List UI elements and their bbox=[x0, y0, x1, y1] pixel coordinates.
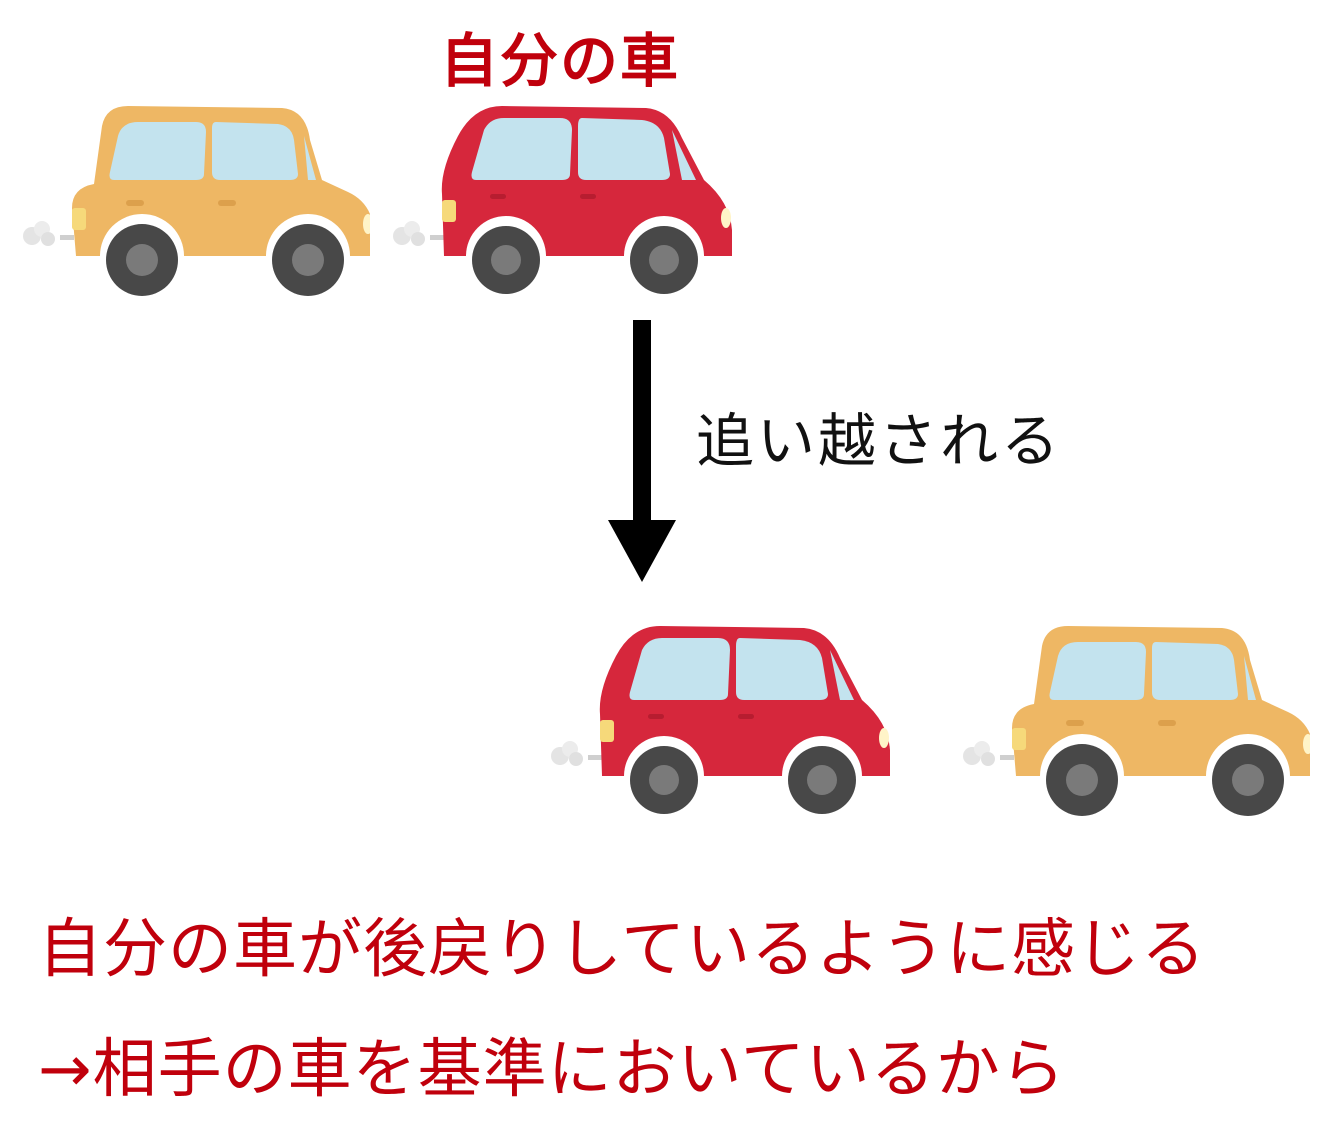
caption-line-2: →相手の車を基準においているから bbox=[38, 1033, 1066, 1107]
orange-car-icon bbox=[950, 616, 1310, 816]
overtaken-label: 追い越される bbox=[696, 407, 1063, 475]
my-car-label: 自分の車 bbox=[440, 27, 681, 95]
red-car-icon bbox=[380, 96, 740, 296]
down-arrow-icon bbox=[608, 320, 676, 582]
red-car-icon bbox=[538, 616, 898, 816]
caption-line-1: 自分の車が後戻りしているように感じる bbox=[38, 913, 1207, 987]
orange-car-icon bbox=[10, 96, 370, 296]
